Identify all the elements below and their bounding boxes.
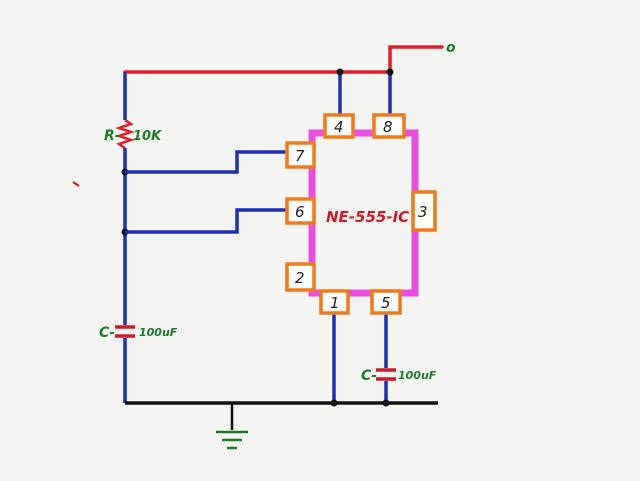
junction-dot [386, 68, 394, 76]
pin-7-number: 7 [295, 147, 305, 165]
pin-6: 6 [285, 197, 316, 225]
pin-7: 7 [285, 141, 316, 169]
supply-rail [123, 45, 444, 74]
pin-2-number: 2 [295, 269, 305, 287]
pin-6-number: 6 [295, 203, 305, 221]
junction-dot [382, 399, 390, 407]
pin-8-number: 8 [383, 118, 393, 136]
wire-to-pin7 [125, 150, 287, 174]
timing-cap-value: 100uF [139, 326, 178, 339]
control-cap-value: 100uF [398, 369, 437, 382]
pin-4-number: 4 [334, 118, 344, 136]
pin-8: 8 [372, 113, 406, 139]
pin-5: 5 [370, 289, 402, 315]
pin-4: 4 [323, 113, 355, 139]
control-capacitor [376, 368, 396, 381]
control-cap-label: C- [361, 368, 377, 384]
wire-to-pin6 [125, 208, 287, 234]
pin-3: 3 [411, 190, 437, 232]
timing-capacitor [115, 325, 135, 338]
pin-1: 1 [319, 289, 350, 315]
pin-5-number: 5 [381, 294, 391, 312]
stray-mark [72, 181, 80, 187]
resistor-value: 10K [133, 129, 162, 144]
supply-wire [123, 45, 444, 74]
ic-label: NE-555-IC [326, 208, 409, 226]
pin-1-number: 1 [330, 294, 340, 312]
supply-terminal-label: o [446, 40, 456, 56]
junction-dot [336, 68, 344, 76]
ground-icon [216, 430, 248, 450]
junction-dot [330, 399, 338, 407]
pin-2: 2 [285, 262, 316, 292]
pin-3-number: 3 [418, 203, 428, 221]
timing-cap-label: C- [99, 325, 115, 341]
resistor-symbol [115, 118, 135, 150]
resistor-label: R- [104, 128, 121, 144]
